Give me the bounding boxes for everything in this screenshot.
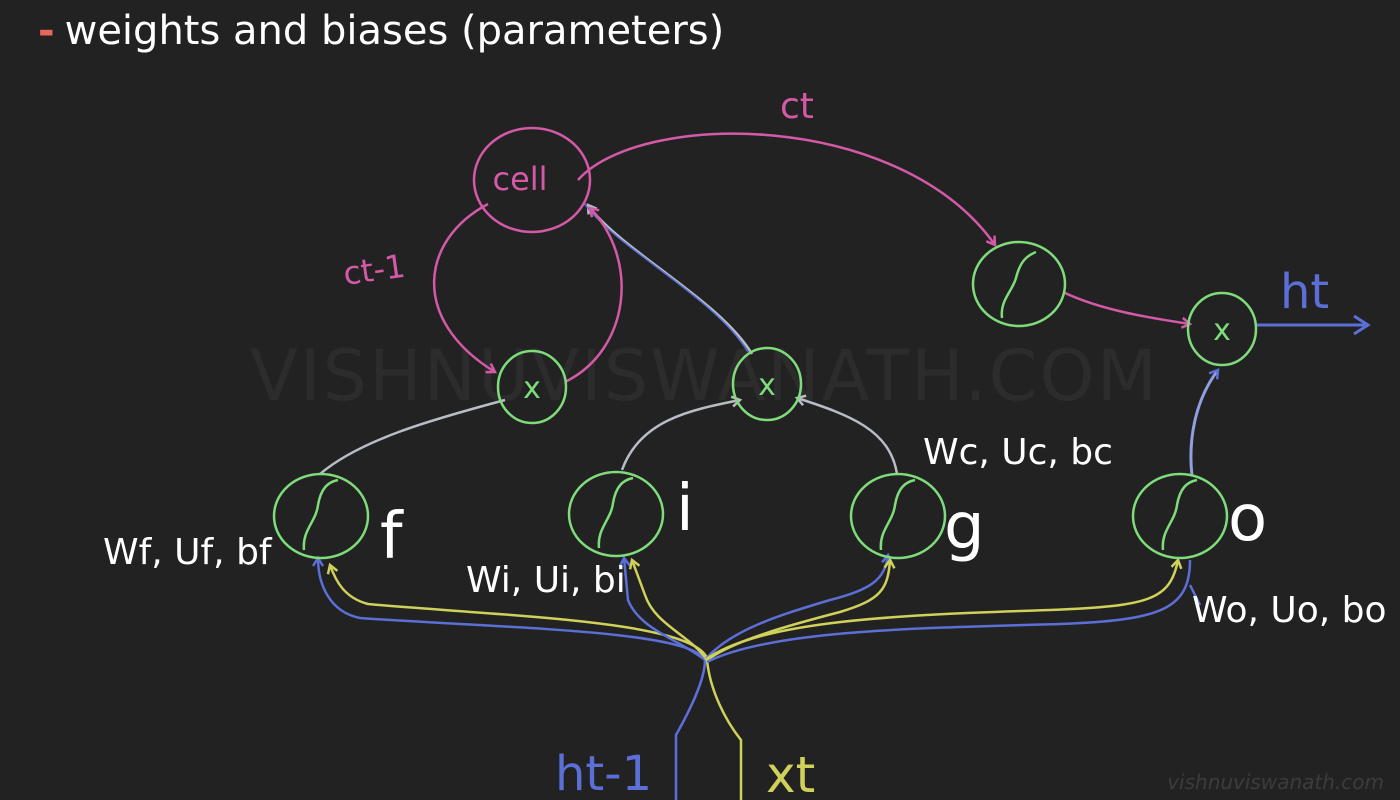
- title-bullet: -: [38, 8, 55, 54]
- slide-title: -weights and biases (parameters): [38, 8, 724, 54]
- ct-label: ct: [780, 86, 814, 127]
- input-lines: [311, 552, 1202, 800]
- forget-gate-node: [272, 472, 370, 560]
- input-multiply-label: x: [758, 368, 776, 403]
- cell-tanh-node: [971, 240, 1067, 328]
- output-multiply-node: x: [1186, 291, 1258, 367]
- sigmoid-icon: [1161, 478, 1198, 551]
- gate-g-label: g: [944, 490, 985, 564]
- ht-minus-1-label: ht-1: [555, 746, 652, 800]
- sigmoid-icon: [597, 476, 634, 549]
- forget-multiply-node: x: [496, 349, 568, 425]
- gate-f-label: f: [380, 500, 404, 574]
- ht-label: ht: [1280, 264, 1329, 320]
- candidate-gate-node: [849, 472, 947, 560]
- ct-minus-1-label: ct-1: [341, 247, 408, 293]
- gate-i-label: i: [676, 472, 694, 546]
- gate-o-label: o: [1228, 482, 1267, 556]
- sigmoid-icon: [302, 478, 339, 551]
- tanh-icon: [879, 478, 916, 551]
- cell-label: cell: [492, 160, 547, 198]
- cell-node: cell: [472, 126, 592, 234]
- watermark: VISHNUVISWANATH.COM: [250, 335, 1160, 417]
- footer-watermark: vishnuviswanath.com: [1167, 770, 1384, 794]
- xt-label: xt: [766, 746, 815, 800]
- tanh-icon: [1000, 250, 1037, 319]
- forget-gate-params: Wf, Uf, bf: [103, 532, 272, 573]
- forget-multiply-label: x: [523, 371, 541, 406]
- cell-state-lines: [433, 132, 1371, 384]
- title-text: weights and biases (parameters): [64, 8, 725, 54]
- candidate-gate-params: Wc, Uc, bc: [923, 432, 1113, 473]
- input-gate-params: Wi, Ui, bi: [466, 560, 626, 601]
- output-multiply-label: x: [1213, 313, 1231, 348]
- output-gate-node: [1131, 472, 1229, 560]
- output-gate-params: Wo, Uo, bo: [1192, 590, 1387, 631]
- input-multiply-node: x: [731, 346, 803, 422]
- input-gate-node: [567, 470, 665, 558]
